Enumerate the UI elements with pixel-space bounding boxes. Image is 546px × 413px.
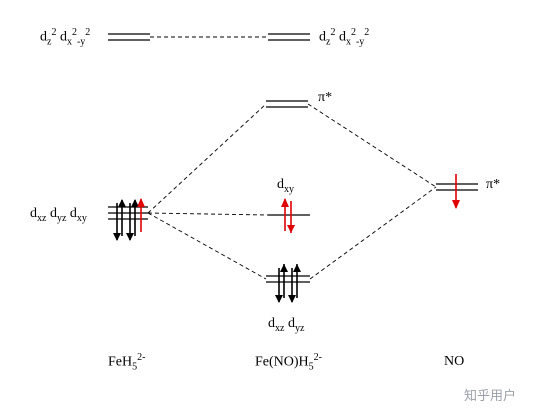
column-label-no: NO: [444, 354, 465, 369]
pi-star-label-no: π*: [486, 177, 501, 192]
eg-label-left: dz2 dx2-y2: [40, 27, 91, 48]
corr-no-pistar: [307, 103, 437, 188]
electrons-mid-dxy-red: [281, 198, 295, 233]
electron-left-red: [137, 198, 145, 232]
electrons-mid-dxzdyz-black: [275, 264, 301, 303]
electrons-left-black: [113, 199, 139, 241]
eg-label-right: dz2 dx2-y2: [319, 27, 370, 48]
corr-left-dxzdyz: [147, 212, 267, 280]
column-label-feh5: FeH52-: [108, 352, 146, 373]
dxy-label-mid: dxy: [277, 177, 294, 195]
electron-no-red: [452, 174, 460, 209]
column-label-fenoh5: Fe(NO)H52-: [255, 352, 322, 373]
corr-left-dxy: [147, 212, 269, 216]
corr-left-pistar: [147, 103, 267, 214]
dxz-dyz-label-mid: dxz dyz: [268, 316, 305, 334]
watermark: 知乎用户: [464, 389, 517, 404]
t2g-label-left: dxz dyz dxy: [30, 206, 87, 224]
corr-no-dxzdyz: [309, 186, 437, 280]
pi-star-label-mid: π*: [318, 90, 333, 105]
